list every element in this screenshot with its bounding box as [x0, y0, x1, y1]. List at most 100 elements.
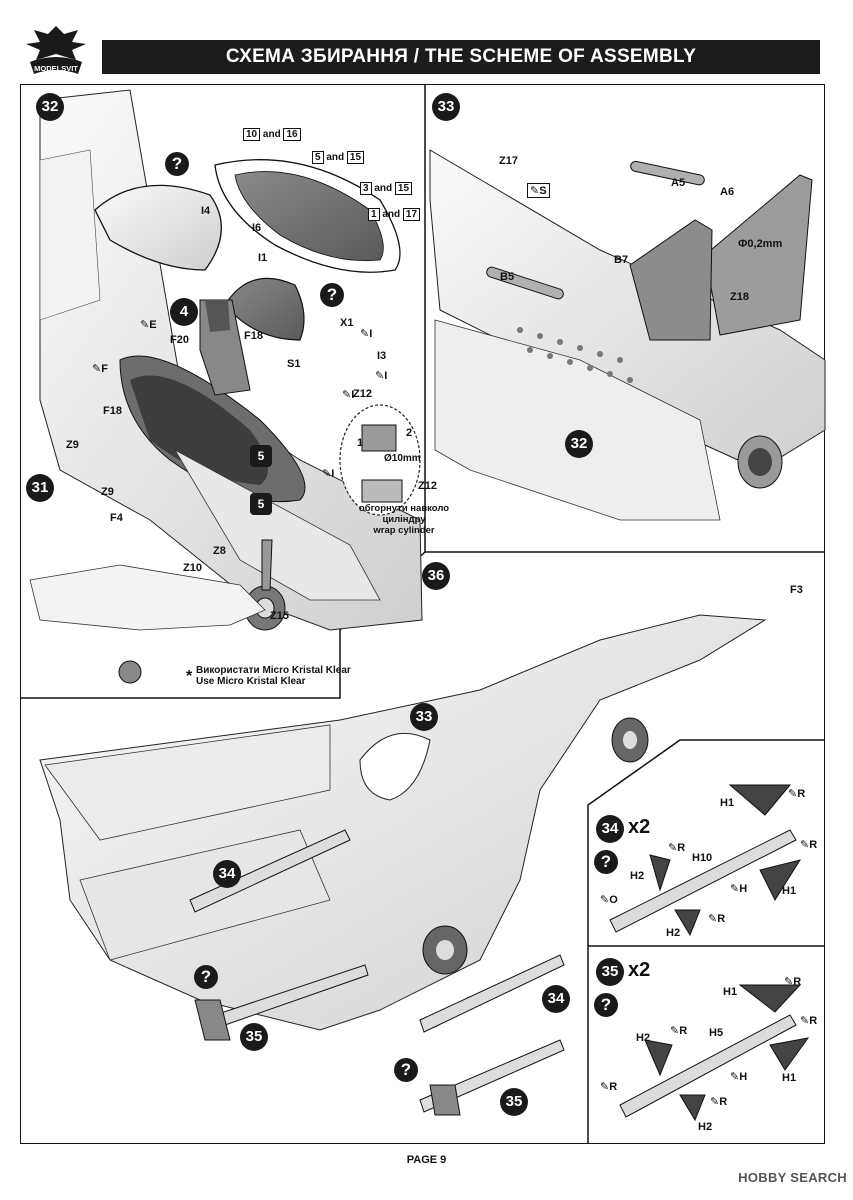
page-number: PAGE 9: [406, 1154, 447, 1166]
glue-label-i: ✎I: [360, 328, 373, 340]
page-title: СХЕМА ЗБИРАННЯ / THE SCHEME OF ASSEMBLY: [225, 46, 697, 67]
part-label-a5: A5: [671, 177, 686, 189]
part-label-x1: X1: [340, 317, 354, 329]
step-34-number: 34: [596, 815, 624, 843]
part-label-z17: Z17: [499, 155, 518, 167]
logo-text: MODELSVIT: [34, 64, 78, 73]
step-ref-31: 31: [26, 474, 54, 502]
part-label-h: ✎H: [730, 883, 748, 895]
unknown-part-icon: ?: [194, 965, 218, 989]
callout-diameter: Ø10mm: [384, 453, 421, 464]
missile-drawings: [189, 829, 565, 1116]
dimension-label: Ф0,2mm: [738, 238, 783, 250]
holes-pattern: [517, 327, 633, 383]
unknown-part-icon: ?: [594, 993, 618, 1017]
glue-label-i: ✎I: [342, 389, 355, 401]
step-ref-32: 32: [565, 430, 593, 458]
glue-label-e: ✎E: [140, 319, 157, 331]
part-label-h2: H2: [698, 1121, 713, 1133]
ejection-seat-drawing: [199, 299, 251, 396]
windscreen-i1-drawing: [224, 277, 305, 341]
step-ref-5: 5: [250, 493, 272, 515]
glue-label-i: ✎I: [375, 370, 388, 382]
inset-side-view: [29, 564, 266, 684]
unknown-part-icon: ?: [394, 1058, 418, 1082]
step33-rear-fuselage-drawing: [429, 149, 826, 521]
part-label-i6: I6: [252, 222, 262, 234]
glue-label-r: ✎R: [784, 976, 802, 988]
step-ref-34: 34: [542, 985, 570, 1013]
step-ref-35: 35: [500, 1088, 528, 1116]
part-label-h2: H2: [666, 927, 681, 939]
glue-label-o: ✎O: [600, 894, 618, 906]
glue-label-r: ✎R: [668, 842, 686, 854]
part-label-i4: I4: [201, 205, 211, 217]
glue-label-r: ✎R: [788, 788, 806, 800]
part-label-h1: H1: [782, 885, 797, 897]
fairing-b5-drawing: [486, 266, 564, 300]
fin-b7-drawing: [629, 219, 713, 341]
part-label-h10: H10: [692, 852, 713, 864]
part-label-h2: H2: [636, 1032, 651, 1044]
part-label-z9: Z9: [101, 486, 114, 498]
fin-a6-drawing: [704, 174, 813, 336]
canopy-i6-drawing: [214, 159, 401, 273]
nose-gear-drawing: [244, 539, 286, 631]
step36-aircraft-drawing: [39, 614, 767, 1031]
step-ref-4: 4: [170, 298, 198, 326]
step-35-number: 35: [596, 958, 624, 986]
unknown-part-icon: ?: [165, 152, 189, 176]
callout-step-1: 1: [357, 437, 364, 449]
part-label-z10: Z10: [183, 562, 202, 574]
glue-s-icon: ✎S: [527, 183, 550, 198]
step-33-number: 33: [432, 93, 460, 121]
paint-ref-3-15: 3 and 15: [360, 182, 413, 195]
part-label-i1: I1: [258, 252, 268, 264]
step-36-number: 36: [422, 562, 450, 590]
part-label-h1: H1: [720, 797, 735, 809]
paint-ref-10-16: 10 and 16: [243, 128, 301, 141]
part-label-h5: H5: [709, 1027, 724, 1039]
part-label-f18: F18: [244, 330, 263, 342]
z12-callout-circle: [339, 404, 421, 516]
part-label-b7: B7: [614, 254, 629, 266]
part-label-f3: F3: [790, 584, 803, 596]
canopy-i4-drawing: [94, 184, 222, 271]
glue-label-r: ✎R: [800, 1015, 818, 1027]
part-label-z9: Z9: [66, 439, 79, 451]
part-label-h: ✎H: [730, 1071, 748, 1083]
paint-ref-5-15: 5 and 15: [312, 151, 365, 164]
glue-label-i: ✎I: [322, 468, 335, 480]
step-35-multiplier: x2: [628, 959, 651, 981]
part-label-z12: Z12: [353, 388, 372, 400]
page-title-banner: СХЕМА ЗБИРАННЯ / THE SCHEME OF ASSEMBLY: [102, 40, 820, 74]
step-32-number: 32: [36, 93, 64, 121]
modelsvit-logo: MODELSVIT: [16, 22, 96, 82]
glue-label-f: ✎F: [92, 363, 108, 375]
step35-missile-drawing: [619, 984, 810, 1122]
unknown-part-icon: ?: [320, 283, 344, 307]
step-ref-33: 33: [410, 703, 438, 731]
step-ref-5: 5: [250, 445, 272, 467]
part-label-b5: B5: [500, 271, 515, 283]
glue-label-r: ✎R: [670, 1025, 688, 1037]
step-ref-34: 34: [213, 860, 241, 888]
glue-label-r: ✎R: [708, 913, 726, 925]
part-label-f18: F18: [103, 405, 122, 417]
part-label-i3: I3: [377, 350, 387, 362]
glue-label-r: ✎R: [600, 1081, 618, 1093]
part-label-f4: F4: [110, 512, 123, 524]
part-label-s1: S1: [287, 358, 301, 370]
glue-label-r: ✎R: [800, 839, 818, 851]
unknown-part-icon: ?: [594, 850, 618, 874]
part-label-z8: Z8: [213, 545, 226, 557]
paint-ref-1-17: 1 and 17: [368, 208, 421, 221]
diagram-frame: [20, 84, 825, 1144]
glue-label-r: ✎R: [710, 1096, 728, 1108]
part-label-h1: H1: [782, 1072, 797, 1084]
callout-step-2: 2: [406, 427, 413, 439]
part-label-h2: H2: [630, 870, 645, 882]
part-label-z18: Z18: [730, 291, 749, 303]
